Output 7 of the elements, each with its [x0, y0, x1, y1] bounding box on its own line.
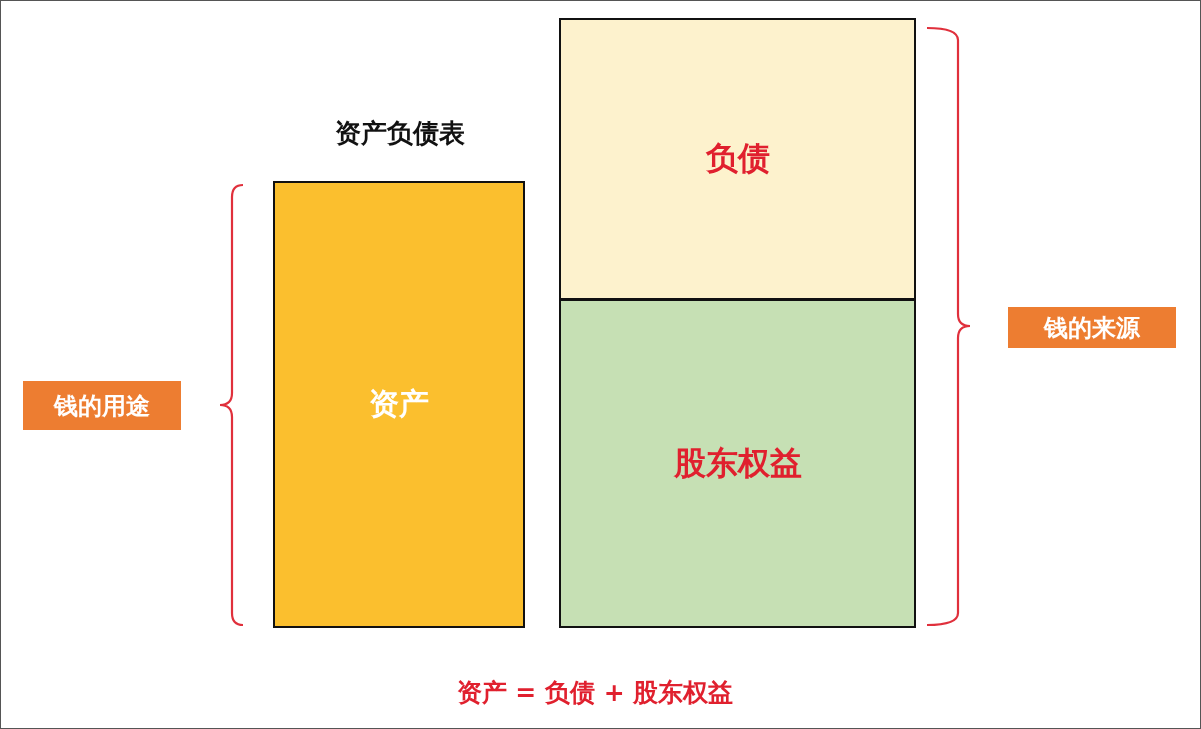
equation-caption: 资产 = 负债 + 股东权益	[456, 676, 734, 709]
asset-box: 资产	[273, 181, 525, 628]
tag-label: 钱的来源	[1008, 307, 1176, 348]
equity-box: 股东权益	[559, 299, 916, 628]
title: 资产负债表	[335, 116, 465, 150]
tag-label: 钱的用途	[23, 381, 181, 430]
liability-box: 负债	[559, 18, 916, 300]
